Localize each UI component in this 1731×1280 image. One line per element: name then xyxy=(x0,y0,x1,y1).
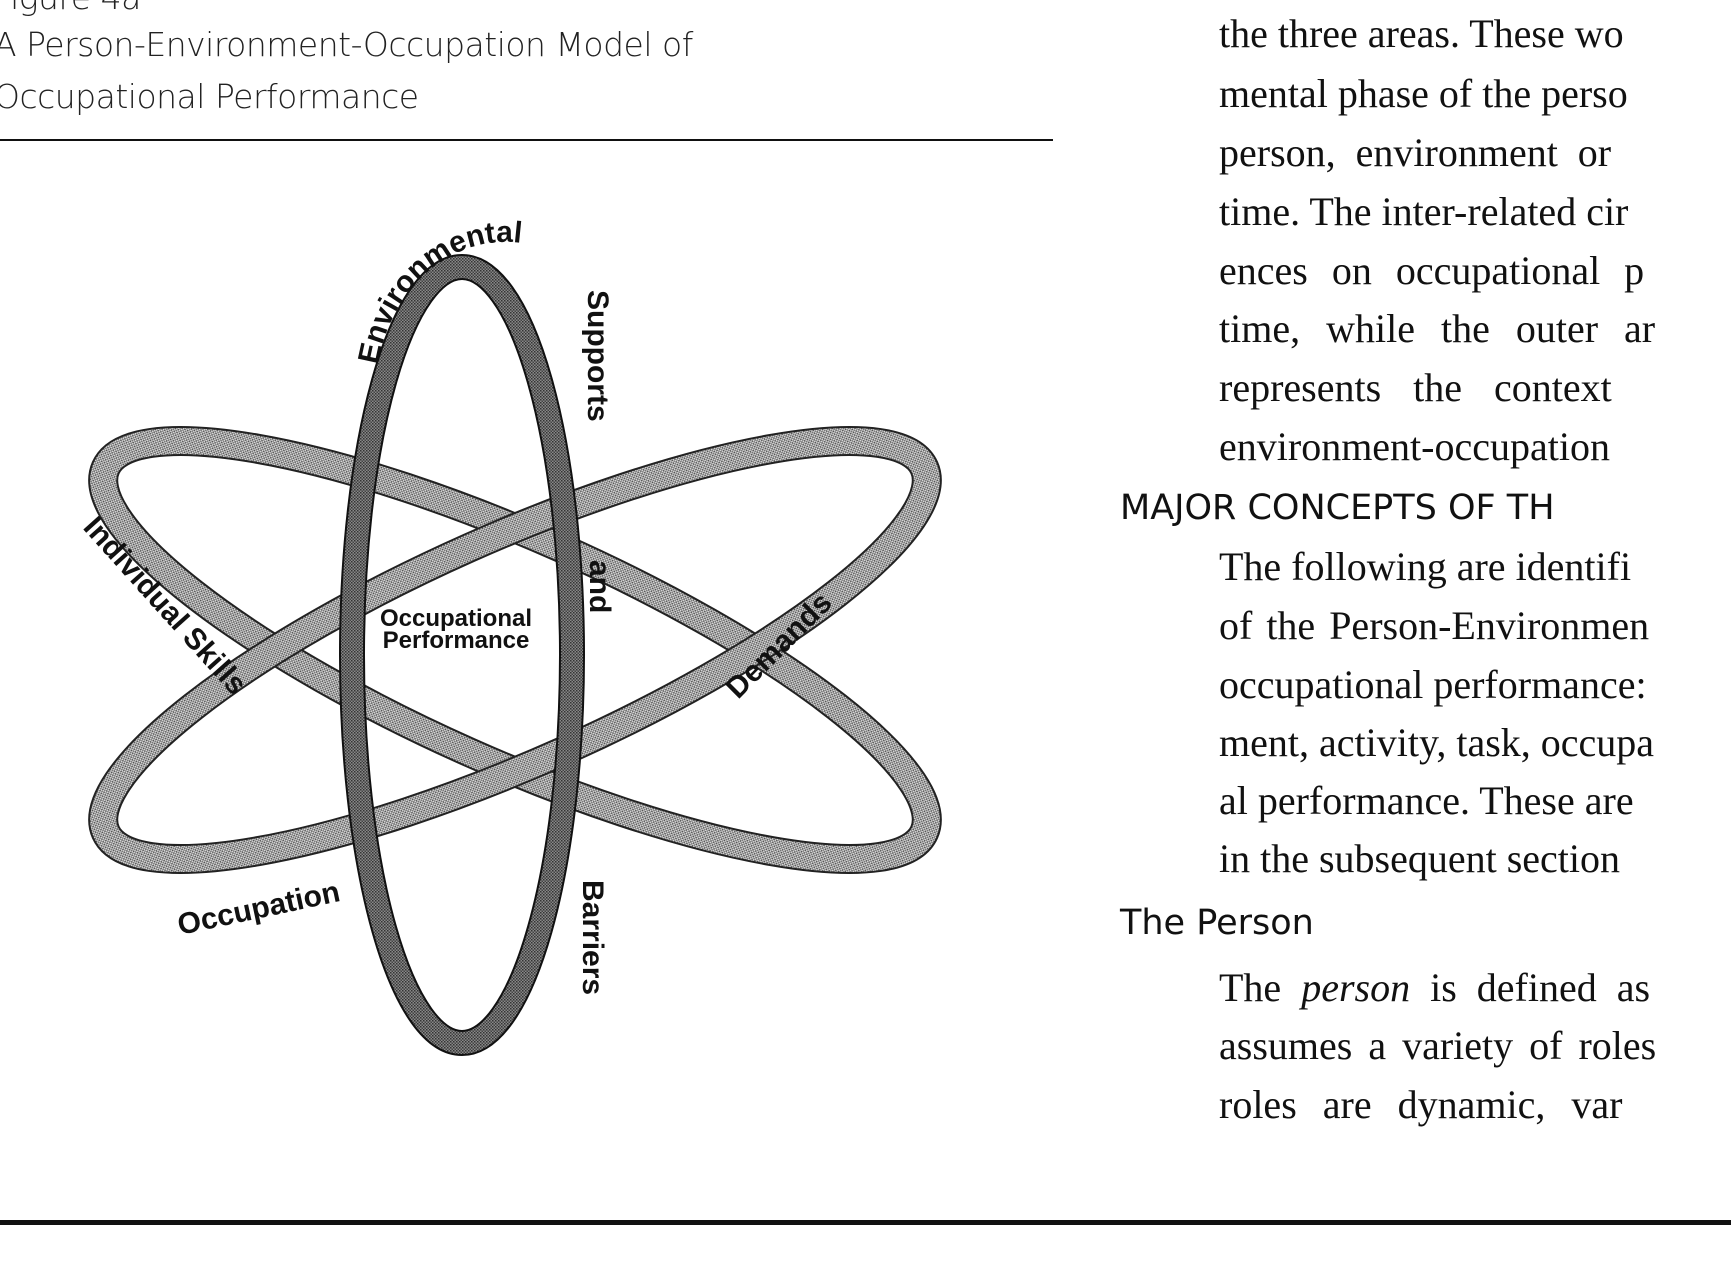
caption-rule xyxy=(0,139,1053,141)
figure-title-line1: A Person-Environment-Occupation Model of xyxy=(0,25,693,64)
body-line: mental phase of the perso xyxy=(1219,71,1628,116)
body-line: assumes a variety of roles xyxy=(1219,1023,1657,1068)
subsection-heading: The Person xyxy=(1120,903,1314,943)
body-line-person: The person is defined as xyxy=(1219,964,1650,1011)
body-line: environment-occupation xyxy=(1219,424,1610,469)
page-bottom-rule xyxy=(0,1220,1731,1225)
environment-ribbon xyxy=(339,254,585,1056)
peo-diagram: Occupational Performance Environmental S… xyxy=(77,216,942,1056)
body-line: al performance. These are xyxy=(1219,778,1634,823)
text: The xyxy=(1219,965,1302,1010)
section-heading: MAJOR CONCEPTS OF TH xyxy=(1120,488,1555,528)
body-line: person, environment or xyxy=(1219,130,1612,175)
label-supports: Supports xyxy=(581,290,614,422)
figure-label: Figure 4a xyxy=(0,0,141,17)
center-label-line2: Performance xyxy=(383,627,530,654)
body-line: in the subsequent section xyxy=(1219,836,1621,881)
body-line: time, while the outer ar xyxy=(1219,306,1656,351)
figure-title-line2: Occupational Performance xyxy=(0,77,419,116)
body-line: ment, activity, task, occupa xyxy=(1219,720,1655,765)
text: is defined as xyxy=(1410,965,1651,1010)
label-and: and xyxy=(583,560,616,613)
body-line: represents the context xyxy=(1219,365,1612,410)
center-label-line1: Occupational xyxy=(380,605,532,632)
italic-term: person xyxy=(1301,965,1411,1010)
label-barriers: Barriers xyxy=(576,880,609,995)
body-line: the three areas. These wo xyxy=(1219,11,1624,56)
body-line: time. The inter-related cir xyxy=(1219,189,1629,234)
body-line: ences on occupational p xyxy=(1219,248,1645,293)
body-line: The following are identifi xyxy=(1219,544,1632,589)
body-line: roles are dynamic, var xyxy=(1219,1082,1623,1127)
body-line: of the Person-Environmen xyxy=(1219,603,1650,648)
label-occupation: Occupation xyxy=(175,875,343,942)
body-line: occupational performance: xyxy=(1219,662,1647,707)
